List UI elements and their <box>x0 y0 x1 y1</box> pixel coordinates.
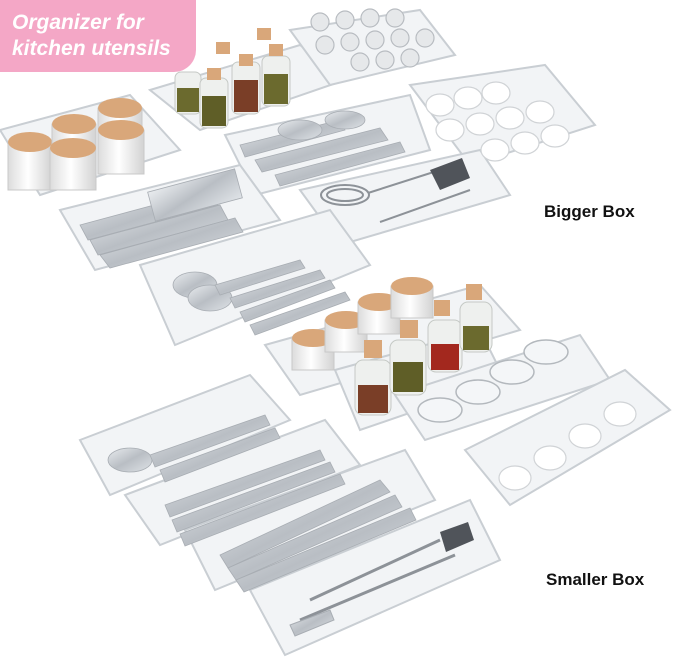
badge-line-1: Organizer for <box>12 11 144 34</box>
smaller-box-label: Smaller Box <box>546 570 645 589</box>
badge-line-2: kitchen utensils <box>12 37 171 60</box>
bigger-box-set <box>0 8 597 347</box>
smaller-box-set <box>78 277 672 657</box>
promo-badge: Organizer for kitchen utensils <box>0 0 196 72</box>
bigger-box-label: Bigger Box <box>544 202 635 221</box>
